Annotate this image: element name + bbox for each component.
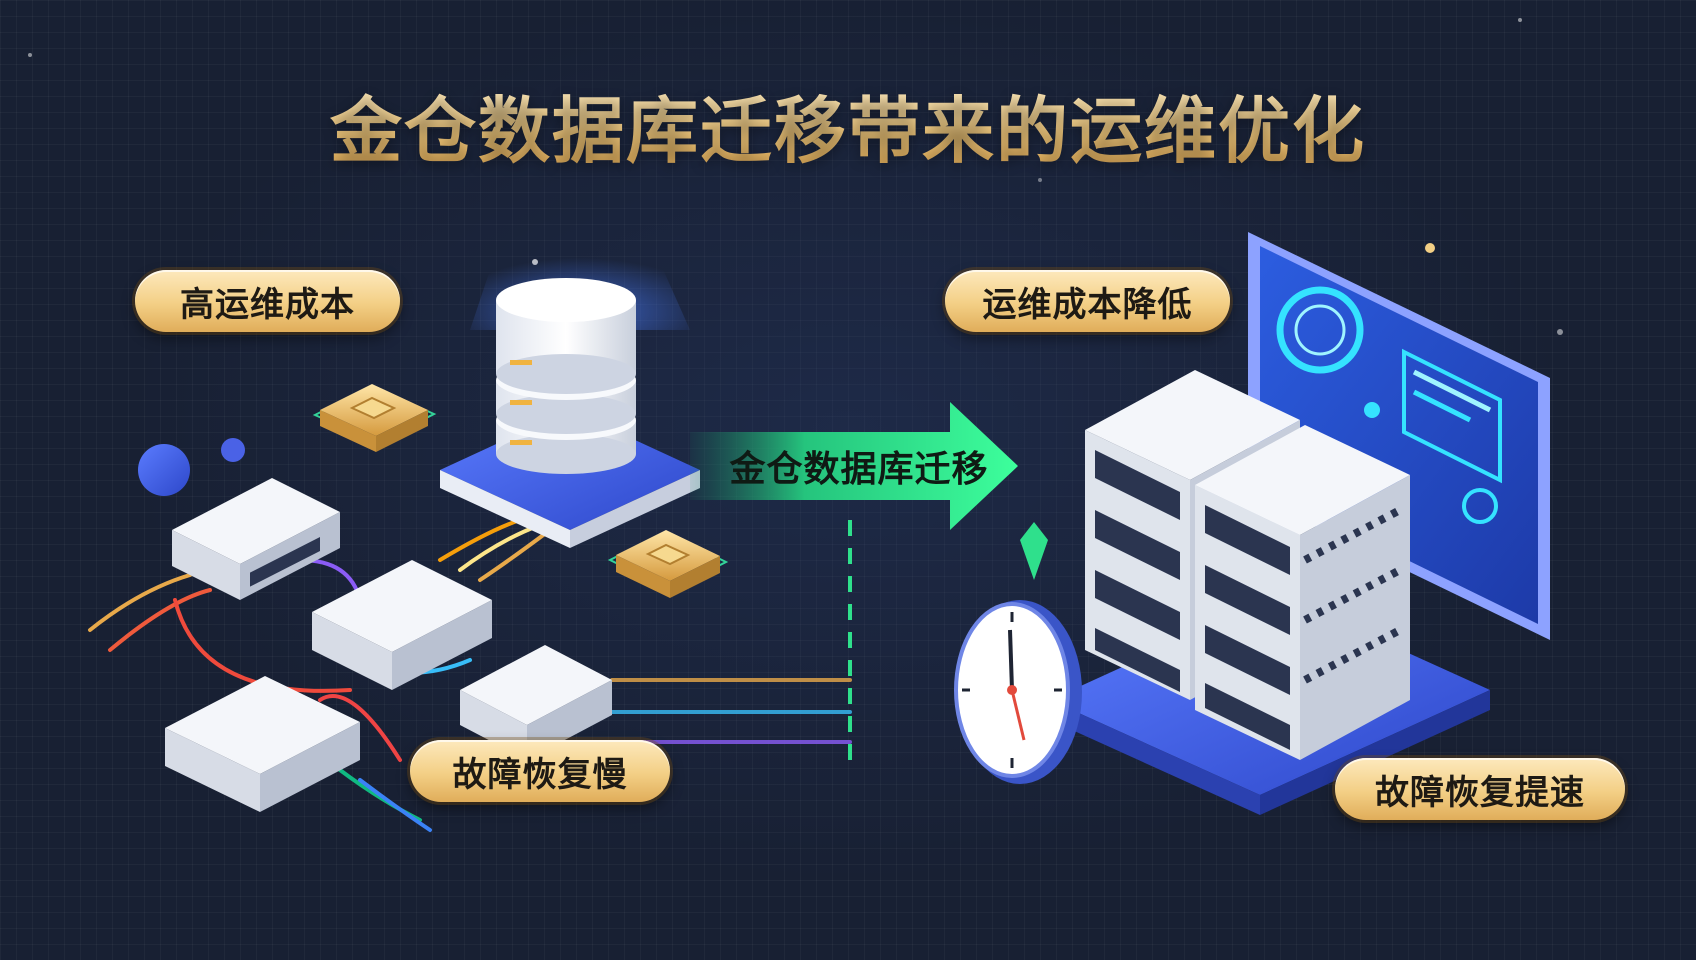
orb-decoration-small	[221, 438, 245, 462]
monitor-dashboard-icon	[1248, 232, 1550, 640]
chip-icon	[607, 530, 729, 598]
orb-decoration	[138, 444, 190, 496]
migration-label: 金仓数据库迁移	[729, 449, 989, 490]
label-slow-recovery: 故障恢复慢	[410, 740, 670, 802]
migration-arrow-icon	[690, 402, 1018, 530]
label-high-cost: 高运维成本	[135, 270, 400, 332]
label-fast-recovery: 故障恢复提速	[1335, 758, 1625, 820]
database-icon	[440, 240, 700, 548]
stopwatch-icon	[954, 522, 1082, 784]
network-switch-icon	[172, 478, 340, 600]
chip-icon	[312, 384, 437, 452]
network-switch-icon	[165, 676, 360, 812]
label-cost-reduced: 运维成本降低	[945, 270, 1230, 332]
network-switch-icon	[312, 560, 492, 690]
server-rack-icon	[1195, 425, 1410, 760]
page-title: 金仓数据库迁移带来的运维优化	[0, 72, 1696, 177]
